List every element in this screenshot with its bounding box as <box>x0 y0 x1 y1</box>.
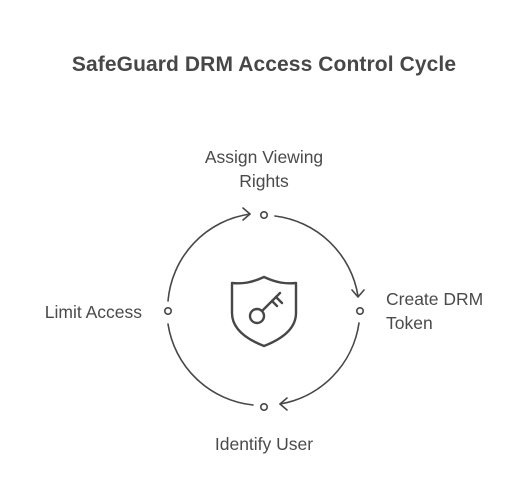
arrowhead-icon <box>279 397 288 411</box>
shield-key-icon <box>230 275 298 348</box>
cycle-arrow-top-to-right <box>274 215 359 297</box>
step-label-line: Limit Access <box>44 302 142 322</box>
step-label-limit-access: Limit Access <box>10 300 142 324</box>
step-label-assign-viewing-rights: Assign Viewing Rights <box>164 145 364 193</box>
step-label-create-drm-token: Create DRM Token <box>386 287 526 335</box>
node-dot-top <box>259 211 268 220</box>
step-label-line: Create DRM <box>386 289 484 309</box>
step-label-line: Token <box>386 313 433 333</box>
cycle-arrow-left-to-top <box>167 213 251 302</box>
step-label-line: Assign Viewing <box>204 147 324 167</box>
arrowhead-icon <box>351 289 365 298</box>
node-dot-left <box>164 306 173 315</box>
arrowhead-icon <box>242 207 251 221</box>
cycle-arrow-right-to-bottom <box>279 322 360 405</box>
step-label-line: Rights <box>239 171 289 191</box>
node-dot-right <box>355 306 364 315</box>
step-label-line: Identify User <box>214 434 314 454</box>
diagram-title: SafeGuard DRM Access Control Cycle <box>71 53 457 76</box>
step-label-identify-user: Identify User <box>164 432 364 456</box>
cycle-arrow-bottom-to-left <box>167 323 254 406</box>
node-dot-bottom <box>259 402 268 411</box>
